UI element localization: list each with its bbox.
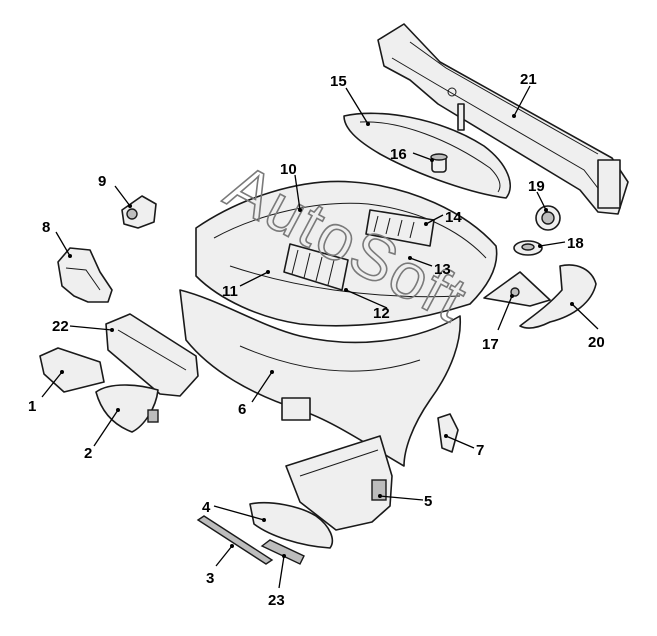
part-14-vent — [365, 209, 435, 247]
callout-16: 16 — [390, 146, 407, 163]
part-1-box — [39, 347, 105, 393]
callout-21: 21 — [520, 71, 537, 88]
callout-1: 1 — [28, 398, 36, 415]
callout-22: 22 — [52, 318, 69, 335]
callout-19: 19 — [528, 178, 545, 195]
callout-6: 6 — [238, 401, 246, 418]
part-16-knob — [430, 153, 448, 173]
part-15-dash-cover — [343, 112, 511, 199]
callout-11: 11 — [222, 283, 238, 300]
part-6-dash-lower — [179, 289, 462, 467]
part-9-bracket — [121, 195, 157, 229]
part-12-center-vent — [283, 243, 349, 291]
callout-2: 2 — [84, 445, 92, 462]
part-7-bracket — [437, 413, 459, 453]
part-5-glove-box — [285, 435, 393, 531]
callout-8: 8 — [42, 219, 50, 236]
part-20-side-trim — [519, 264, 597, 329]
part-4-door — [249, 501, 334, 549]
callout-labels: 1 2 3 4 5 6 7 8 9 10 11 12 13 14 15 16 1… — [28, 71, 605, 609]
callout-3: 3 — [206, 570, 214, 587]
callout-7: 7 — [476, 442, 484, 459]
part-22-lid — [105, 313, 199, 397]
callout-9: 9 — [98, 173, 106, 190]
part-8-side-panel — [57, 247, 113, 303]
callout-5: 5 — [424, 493, 432, 510]
leader-lines — [41, 85, 599, 589]
part-2-panel — [95, 384, 159, 433]
part-19-speaker — [535, 205, 561, 231]
callout-4: 4 — [202, 499, 211, 516]
callout-20: 20 — [588, 334, 605, 351]
part-18-tweeter — [513, 240, 543, 256]
part-17-speaker-cover — [483, 271, 551, 307]
callout-15: 15 — [330, 73, 347, 90]
part-23-trim — [260, 539, 305, 565]
part-21-cross-beam — [377, 23, 629, 215]
callout-12: 12 — [373, 305, 390, 322]
callout-10: 10 — [280, 161, 297, 178]
callout-17: 17 — [482, 336, 499, 353]
callout-23: 23 — [268, 592, 285, 609]
callout-14: 14 — [445, 209, 462, 226]
callout-18: 18 — [567, 235, 584, 252]
part-3-strip — [196, 515, 274, 565]
callout-13: 13 — [434, 261, 451, 278]
